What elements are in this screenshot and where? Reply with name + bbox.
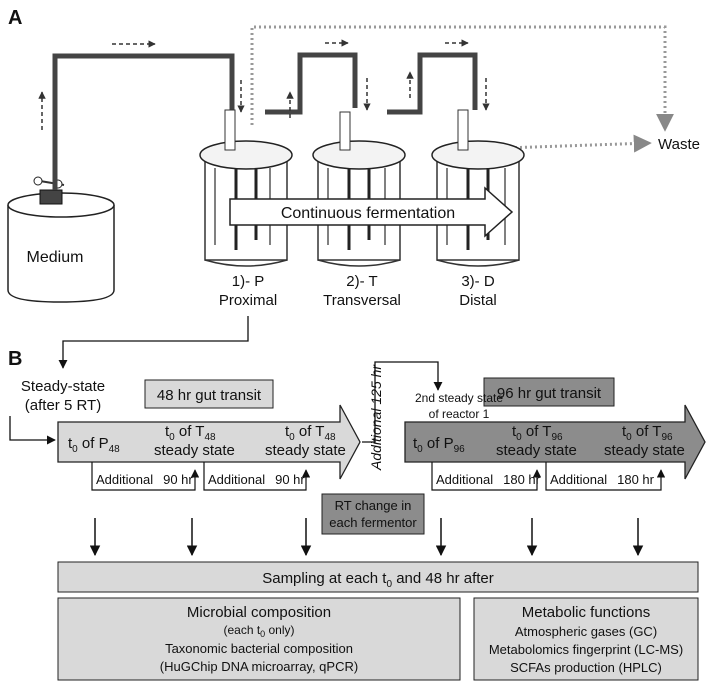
- microbial-line1: (each t0 only): [223, 623, 294, 639]
- transit-96-label: 96 hr gut transit: [497, 385, 602, 402]
- microbial-line2: Taxonomic bacterial composition: [165, 641, 353, 656]
- rt-change-line2: each fermentor: [329, 515, 417, 530]
- microbial-title: Microbial composition: [187, 604, 331, 621]
- arrow1-item-3: t0 of T48: [285, 423, 336, 443]
- metabolic-line2: Metabolomics fingerprint (LC-MS): [489, 642, 683, 657]
- arrow2-item-3-steady: steady state: [604, 442, 685, 459]
- timeline-arrow-96: [404, 404, 706, 480]
- arrow1-item-2-steady: steady state: [154, 442, 235, 459]
- reactor-distal: [431, 109, 525, 267]
- continuous-fermentation-label: Continuous fermentation: [281, 205, 455, 222]
- reactor-1-name: Proximal: [219, 292, 277, 309]
- arrow1-item-2: t0 of T48: [165, 423, 216, 443]
- steady-state-line2: (after 5 RT): [25, 397, 101, 414]
- microbial-composition-box: [57, 597, 461, 681]
- arrow2-item-2: t0 of T96: [512, 423, 563, 443]
- additional-brackets: [91, 462, 666, 491]
- rt-change-line1: RT change in: [335, 498, 412, 513]
- medium-bottle: [7, 176, 115, 303]
- reactor-1-number: 1)- P: [232, 273, 265, 290]
- additional-125-connector: [362, 361, 443, 443]
- waste-line: [250, 25, 674, 153]
- second-steady-line1: 2nd steady state: [415, 391, 503, 405]
- metabolic-line1: Atmospheric gases (GC): [515, 624, 657, 639]
- continuous-fermentation-arrow: [229, 186, 514, 238]
- arrow2-item-2-steady: steady state: [496, 442, 577, 459]
- reactor-3-name: Distal: [459, 292, 497, 309]
- transit-96-box: [483, 377, 615, 407]
- sampling-bar: [57, 561, 699, 593]
- arrow2-item-3: t0 of T96: [622, 423, 673, 443]
- arrow1-item-3-steady: steady state: [265, 442, 346, 459]
- flow-arrows: [38, 39, 490, 130]
- reactor-2-number: 2)- T: [346, 273, 377, 290]
- transit-48-box: [144, 379, 274, 409]
- medium-label: Medium: [27, 249, 84, 266]
- waste-label: Waste: [658, 136, 700, 153]
- arrow2-item-1: t0 of P96: [413, 435, 465, 455]
- arrow1-item-1: t0 of P48: [68, 435, 120, 455]
- sampling-arrows: [89, 518, 644, 557]
- steady-state-line1: Steady-state: [21, 378, 105, 395]
- panel-b-label: B: [8, 348, 22, 370]
- reactor-2-name: Transversal: [323, 292, 401, 309]
- sampling-label: Sampling at each t0 and 48 hr after: [262, 570, 494, 590]
- steady-state-connector: [9, 416, 56, 445]
- metabolic-line3: SCFAs production (HPLC): [510, 660, 662, 675]
- timeline-arrow-48: [57, 404, 361, 480]
- additional-125-label: Additional 125 hr: [368, 364, 384, 471]
- microbial-line3: (HuGChip DNA microarray, qPCR): [160, 659, 358, 674]
- metabolic-title: Metabolic functions: [522, 604, 650, 621]
- reactor-3-number: 3)- D: [461, 273, 495, 290]
- feed-tubes: [52, 52, 478, 190]
- metabolic-functions-box: [473, 597, 699, 681]
- reactor-proximal: [199, 109, 293, 267]
- rt-change-box: [321, 493, 425, 535]
- proximal-connector: [58, 316, 249, 369]
- reactor-transversal: [312, 111, 406, 267]
- second-steady-line2: of reactor 1: [429, 407, 490, 421]
- panel-a-label: A: [8, 7, 22, 29]
- transit-48-label: 48 hr gut transit: [157, 387, 262, 404]
